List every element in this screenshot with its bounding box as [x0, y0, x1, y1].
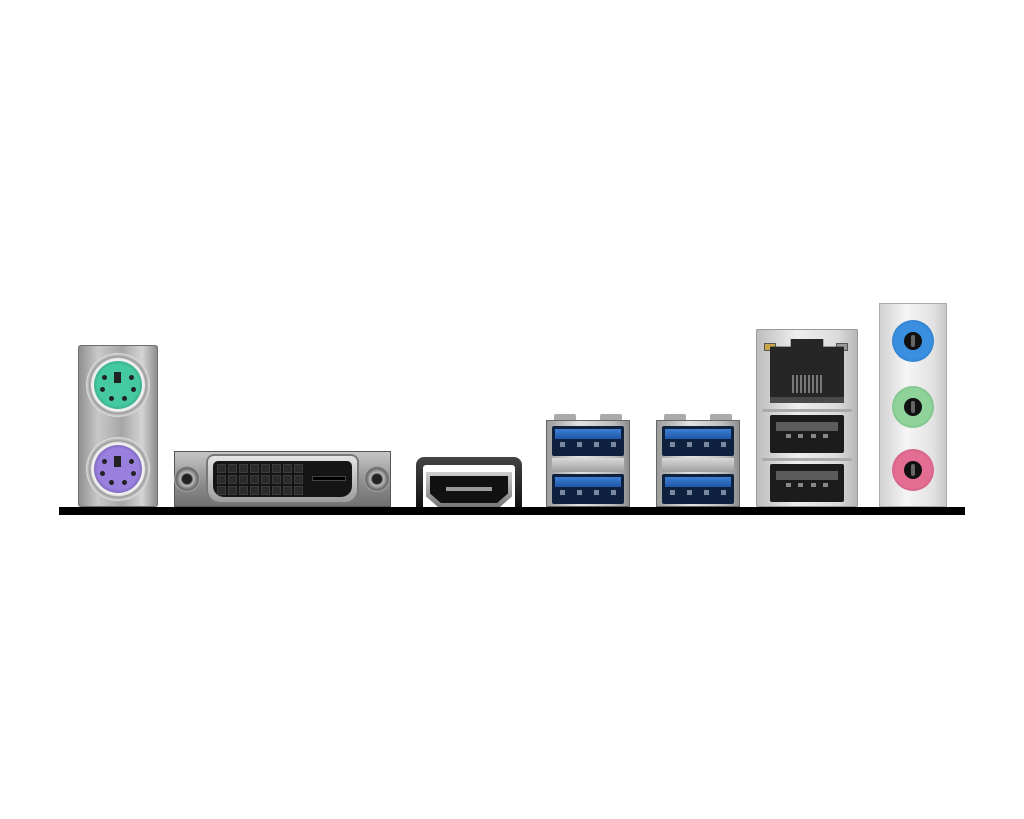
ps2-keyboard-port[interactable]	[86, 437, 150, 501]
audio-line-in-jack[interactable]	[892, 320, 934, 362]
dvi-connector	[206, 454, 359, 504]
ps2-mouse-port[interactable]	[86, 353, 150, 417]
dvi-port[interactable]	[174, 451, 391, 507]
audio-jacks	[879, 303, 947, 507]
usb3-port-top[interactable]	[552, 426, 624, 456]
usb2-port-top[interactable]	[770, 415, 844, 453]
audio-line-out-jack[interactable]	[892, 386, 934, 428]
dvi-screw-left-icon	[174, 466, 200, 492]
usb3-stack-2	[656, 414, 740, 507]
ps2-purple-icon	[94, 445, 142, 493]
usb3-port-bottom[interactable]	[552, 474, 624, 504]
hdmi-connector	[426, 472, 512, 507]
ps2-ports	[78, 345, 158, 507]
lan-usb2-block	[756, 329, 858, 507]
lan-port[interactable]	[770, 339, 844, 403]
dvi-screw-right-icon	[364, 466, 390, 492]
usb2-port-bottom[interactable]	[770, 464, 844, 502]
ps2-green-icon	[94, 361, 142, 409]
io-base-bar	[59, 507, 965, 515]
usb3-port-top[interactable]	[662, 426, 734, 456]
usb3-stack-1	[546, 414, 630, 507]
usb3-port-bottom[interactable]	[662, 474, 734, 504]
audio-mic-jack[interactable]	[892, 449, 934, 491]
hdmi-port[interactable]	[416, 457, 522, 507]
